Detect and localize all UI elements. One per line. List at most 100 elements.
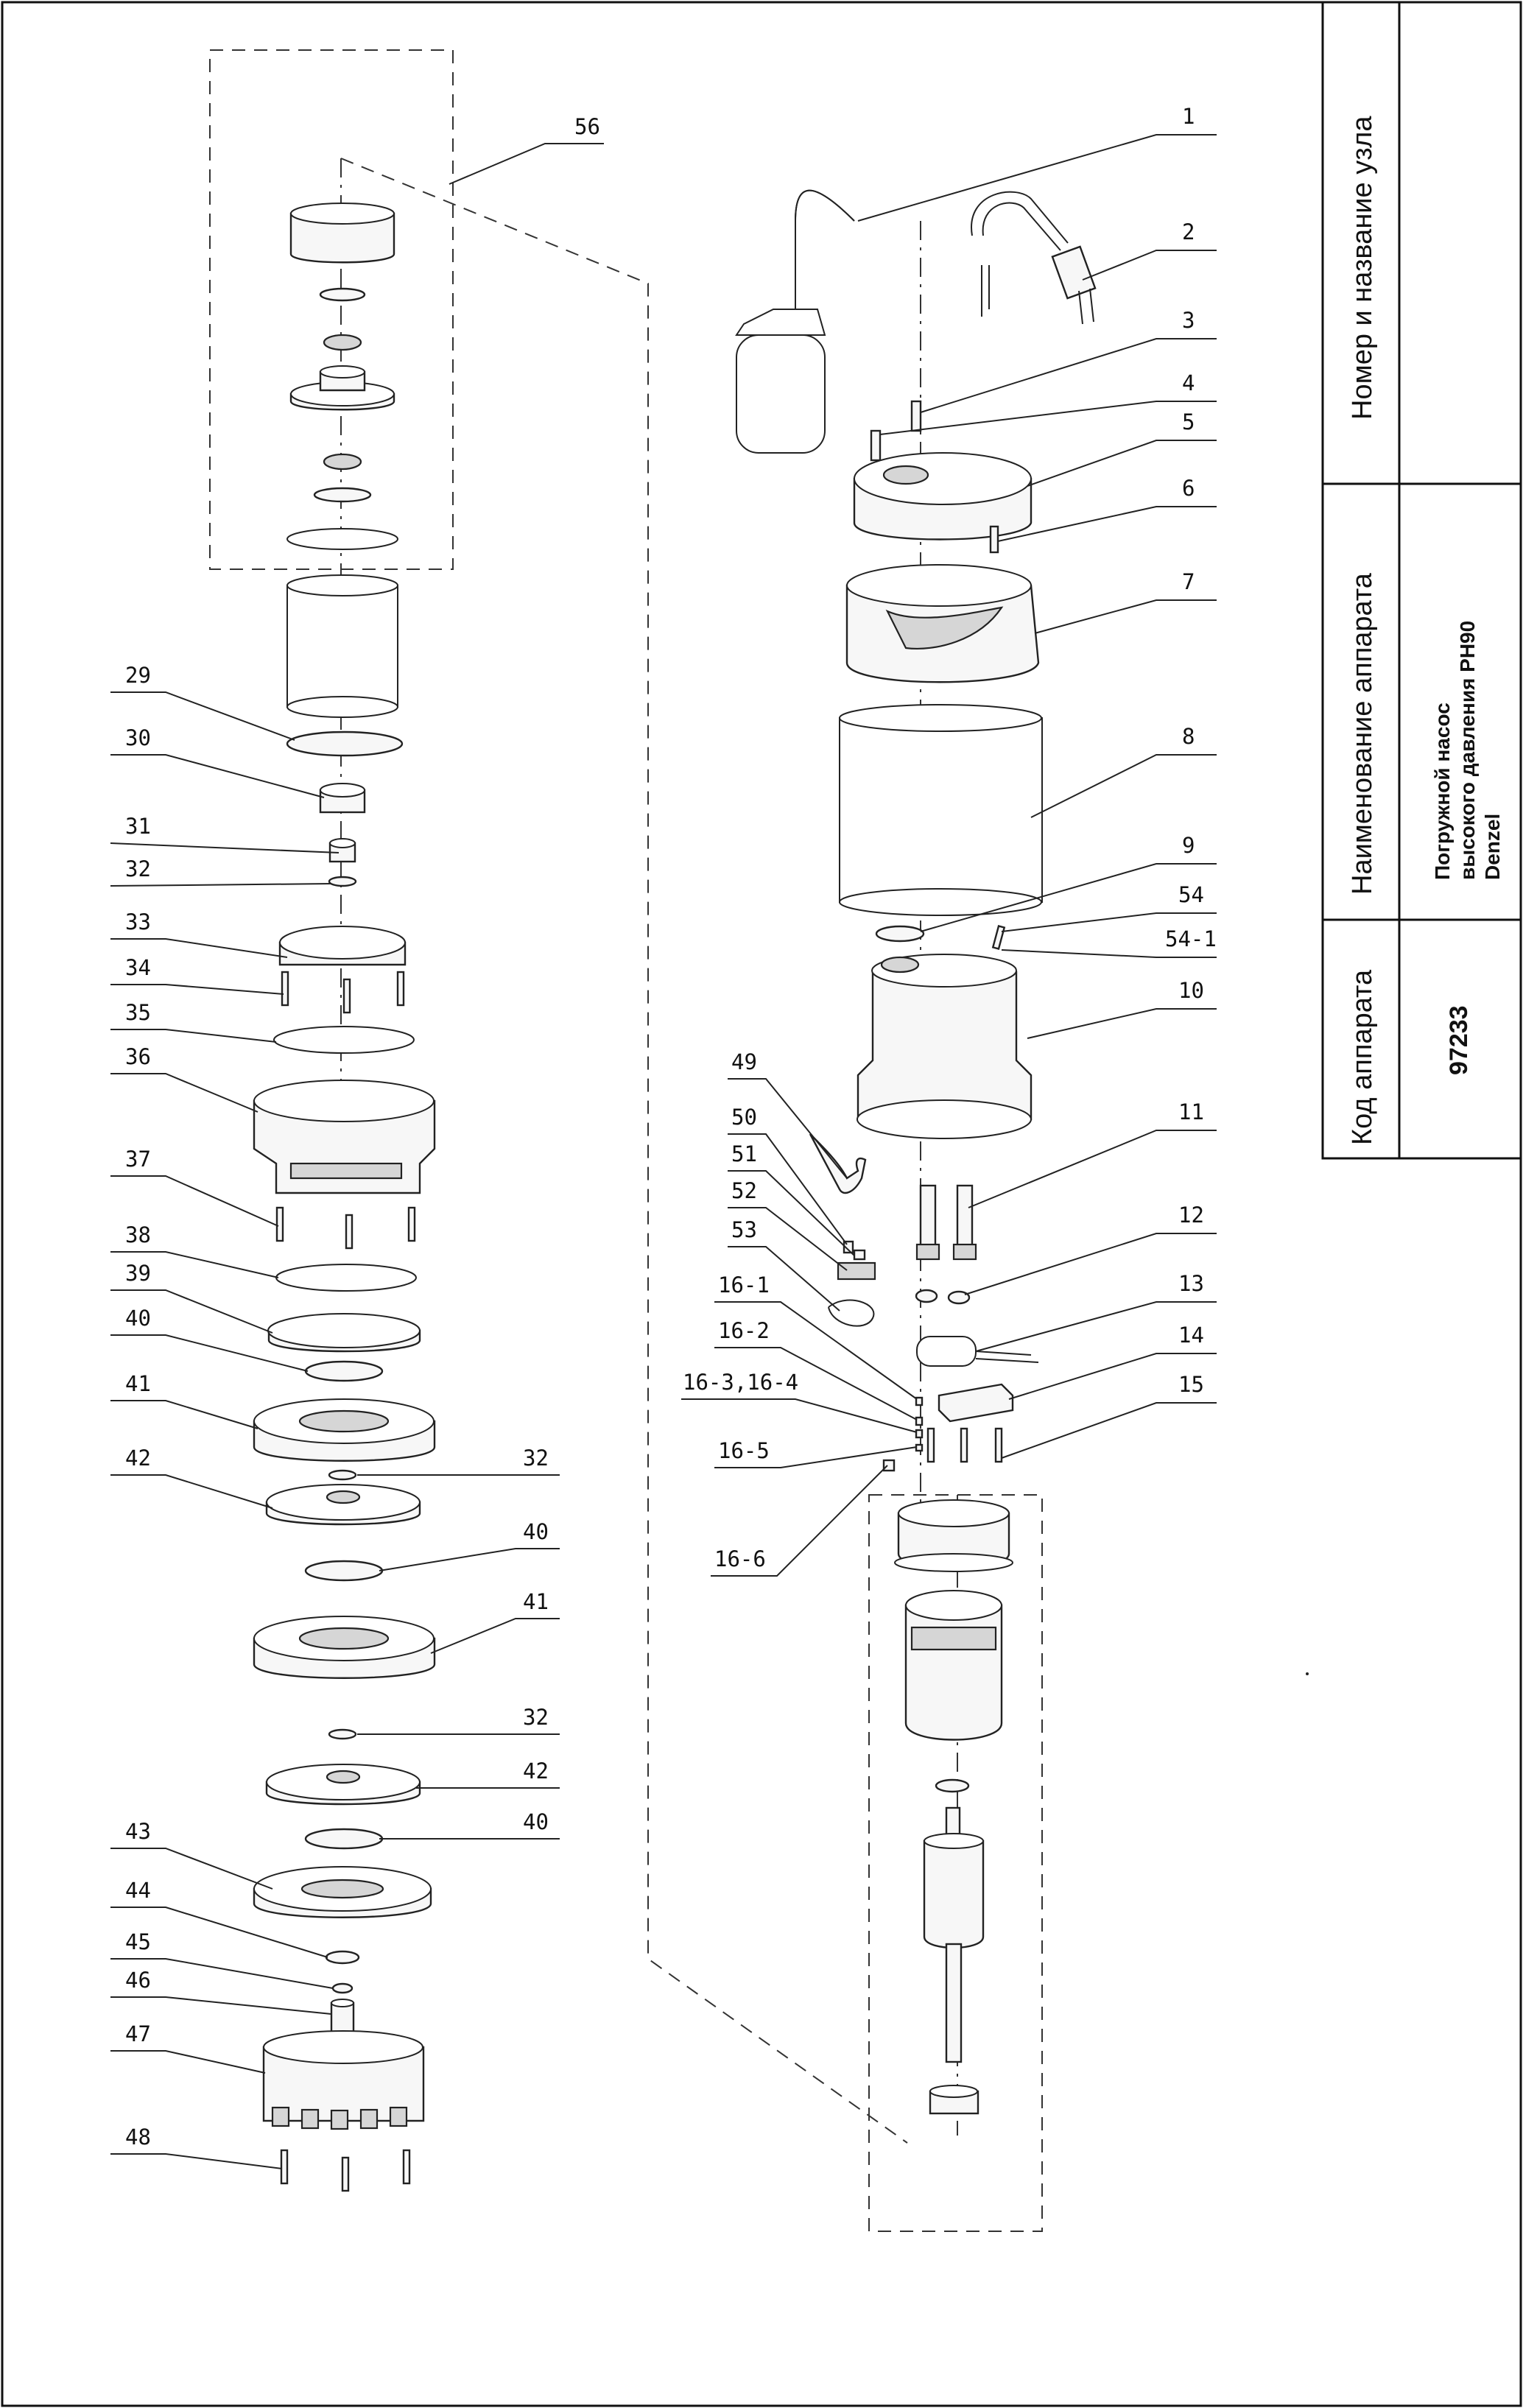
- seal-40-b: [304, 1560, 384, 1582]
- callout-6: 6: [1182, 476, 1195, 501]
- part-16-3: [915, 1429, 924, 1439]
- callout-10: 10: [1178, 978, 1204, 1003]
- callout-34: 34: [125, 955, 151, 980]
- rotor-shaft: [923, 1806, 985, 2063]
- outer-shell: [839, 704, 1043, 916]
- callout-43: 43: [125, 1819, 151, 1844]
- coupling-46: [330, 1999, 355, 2034]
- o-ring-29: [286, 731, 404, 757]
- stator: [904, 1590, 1003, 1741]
- title-header-apparatus-name: Наименование аппарата: [1347, 572, 1378, 895]
- strainer-47: [262, 2030, 425, 2130]
- callout-31: 31: [125, 814, 151, 839]
- callout-49: 49: [731, 1049, 757, 1074]
- callout-56-group: 56: [449, 114, 604, 185]
- callout-41-a: 41: [125, 1371, 151, 1396]
- callout-13: 13: [1178, 1271, 1204, 1296]
- base-plate-43: [253, 1866, 432, 1918]
- callout-45: 45: [125, 1929, 151, 1954]
- pump-cover-33: [278, 926, 407, 966]
- impeller-42-a: [265, 1484, 421, 1526]
- title-header-node: Номер и название узла: [1347, 116, 1378, 420]
- callout-2: 2: [1182, 219, 1195, 244]
- callout-32-a: 32: [125, 856, 151, 881]
- callout-11: 11: [1178, 1099, 1204, 1124]
- callout-3: 3: [1182, 308, 1195, 333]
- motor-group-dashed-box: [868, 1494, 1043, 2232]
- motor-end-cap: [894, 1499, 1013, 1572]
- seal-ring-9: [875, 925, 925, 943]
- impeller-42-b: [265, 1764, 421, 1806]
- pump-body-36: [253, 1080, 436, 1194]
- callout-30: 30: [125, 725, 151, 750]
- motor-housing: [857, 954, 1033, 1139]
- callout-32-b: 32: [523, 1446, 549, 1471]
- callout-53: 53: [731, 1217, 757, 1242]
- callout-51: 51: [731, 1141, 757, 1166]
- callout-41-b: 41: [523, 1589, 549, 1614]
- callout-33: 33: [125, 909, 151, 934]
- callout-36: 36: [125, 1044, 151, 1069]
- callout-39: 39: [125, 1261, 151, 1286]
- o-ring-35: [273, 1026, 415, 1054]
- upper-bearing: [935, 1778, 970, 1793]
- callout-42-a: 42: [125, 1446, 151, 1471]
- washer-32-low: [328, 1728, 357, 1740]
- stage-bowl-41-a: [253, 1398, 436, 1462]
- right-callouts: 1 2 3 4 5 6 7 8 9 54 54-1 10 11 12 13 14…: [857, 104, 1217, 1459]
- part-16-1: [915, 1396, 924, 1407]
- callout-56: 56: [574, 114, 600, 139]
- callout-8: 8: [1182, 724, 1195, 749]
- left-callouts: 29 30 31 32 33 34 35 36 37 38 39 40 41 3…: [110, 663, 560, 2169]
- callout-40-c: 40: [523, 1809, 549, 1834]
- stack-link-dashed-line: [340, 158, 908, 2144]
- callout-12: 12: [1178, 1203, 1204, 1228]
- part-16-2: [915, 1416, 924, 1426]
- seal-40-a: [304, 1360, 384, 1382]
- diffuser-plate-39: [267, 1313, 421, 1353]
- apparatus-code-value: 97233: [1445, 1005, 1473, 1075]
- screws-37: [275, 1206, 416, 1250]
- callout-46: 46: [125, 1968, 151, 1993]
- callout-16-6: 16-6: [714, 1546, 766, 1571]
- bushing-30: [319, 783, 366, 814]
- callout-4: 4: [1182, 370, 1195, 395]
- callout-16-1: 16-1: [718, 1272, 770, 1298]
- screw-3: [910, 400, 922, 432]
- title-block: Номер и название узла Наименование аппар…: [1321, 1, 1522, 1160]
- group-56-dashed-box: [209, 49, 454, 570]
- nut-12-a: [915, 1289, 938, 1303]
- callout-16-3-4: 16-3,16-4: [683, 1370, 798, 1395]
- callout-52: 52: [731, 1178, 757, 1203]
- stray-mark: [1306, 1672, 1309, 1675]
- seal-40-c: [304, 1828, 384, 1850]
- callout-40-b: 40: [523, 1519, 549, 1544]
- callout-5: 5: [1182, 409, 1195, 434]
- callout-32-c: 32: [523, 1705, 549, 1730]
- handle-housing: [845, 564, 1040, 683]
- callout-50: 50: [731, 1105, 757, 1130]
- apparatus-name-line-3: Denzel: [1481, 814, 1504, 880]
- callout-37: 37: [125, 1147, 151, 1172]
- part-16-5: [915, 1443, 924, 1452]
- screws-34: [281, 971, 405, 1014]
- callout-35: 35: [125, 1000, 151, 1025]
- bolts-11: [915, 1184, 977, 1261]
- callout-29: 29: [125, 663, 151, 688]
- terminal-51: [853, 1249, 866, 1261]
- ring-44: [325, 1950, 360, 1965]
- screw-6: [989, 525, 999, 554]
- washer-32-top: [328, 876, 357, 887]
- callout-44: 44: [125, 1878, 151, 1903]
- screw-54: [991, 925, 1006, 950]
- capacitor: [916, 1336, 1039, 1367]
- sleeve-31: [328, 838, 356, 863]
- callout-42-b: 42: [523, 1759, 549, 1784]
- callout-54: 54: [1178, 882, 1204, 907]
- callout-16-2: 16-2: [718, 1318, 770, 1343]
- stage-bowl-41-b: [253, 1616, 436, 1679]
- callout-48: 48: [125, 2124, 151, 2150]
- washer-45: [331, 1982, 354, 1994]
